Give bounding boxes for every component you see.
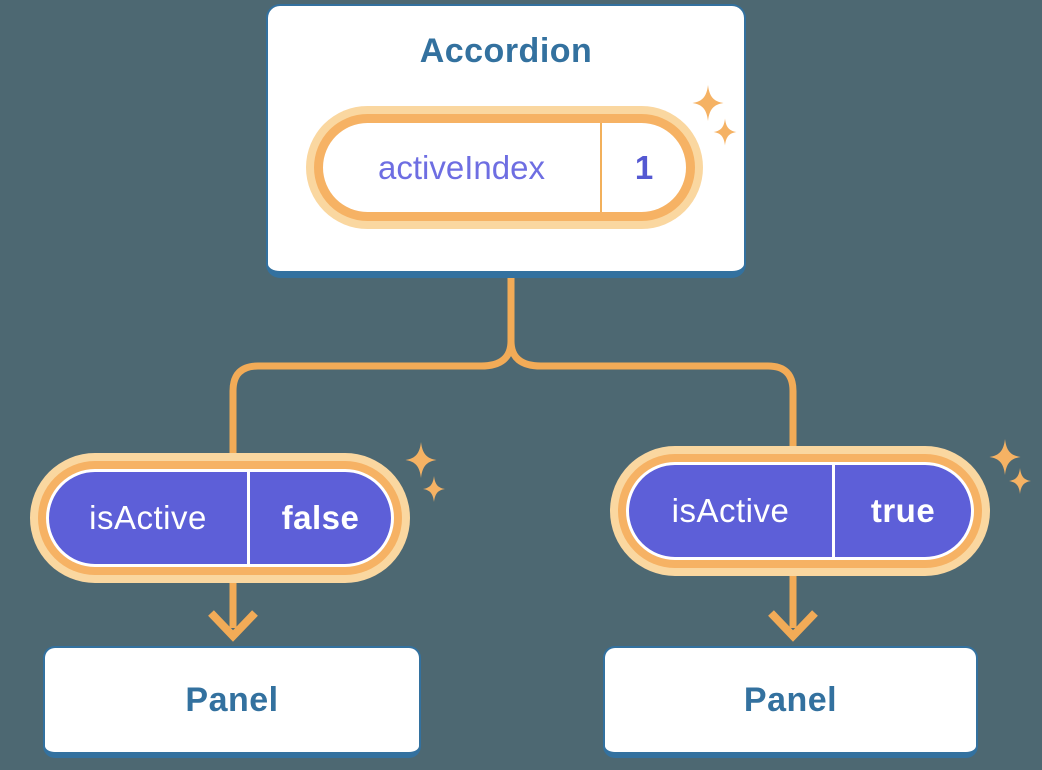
prop-value-label: 1	[634, 148, 654, 186]
sparkle-icon	[405, 442, 445, 502]
is-active-pill-left: isActive false	[46, 469, 394, 567]
prop-name-label: activeIndex	[378, 148, 545, 186]
panel-title: Panel	[743, 680, 838, 719]
pill-divider	[600, 123, 602, 212]
prop-value-label: false	[281, 499, 360, 536]
prop-name-label: isActive	[671, 492, 790, 529]
sparkle-icon	[989, 439, 1031, 494]
pill-divider	[832, 465, 835, 557]
connector-left-branch	[229, 276, 515, 628]
panel-card-right: Panel	[603, 646, 978, 758]
accordion-title: Accordion	[419, 32, 593, 70]
arrow-down-icon	[768, 610, 818, 642]
arrow-down-icon	[208, 610, 258, 642]
panel-card-left: Panel	[43, 646, 421, 758]
prop-value-label: true	[870, 492, 936, 529]
is-active-pill-right: isActive true	[626, 462, 974, 560]
prop-name-label: isActive	[89, 499, 207, 536]
connector-right-branch	[507, 276, 797, 628]
panel-title: Panel	[185, 680, 279, 719]
active-index-pill: activeIndex 1	[323, 123, 686, 212]
